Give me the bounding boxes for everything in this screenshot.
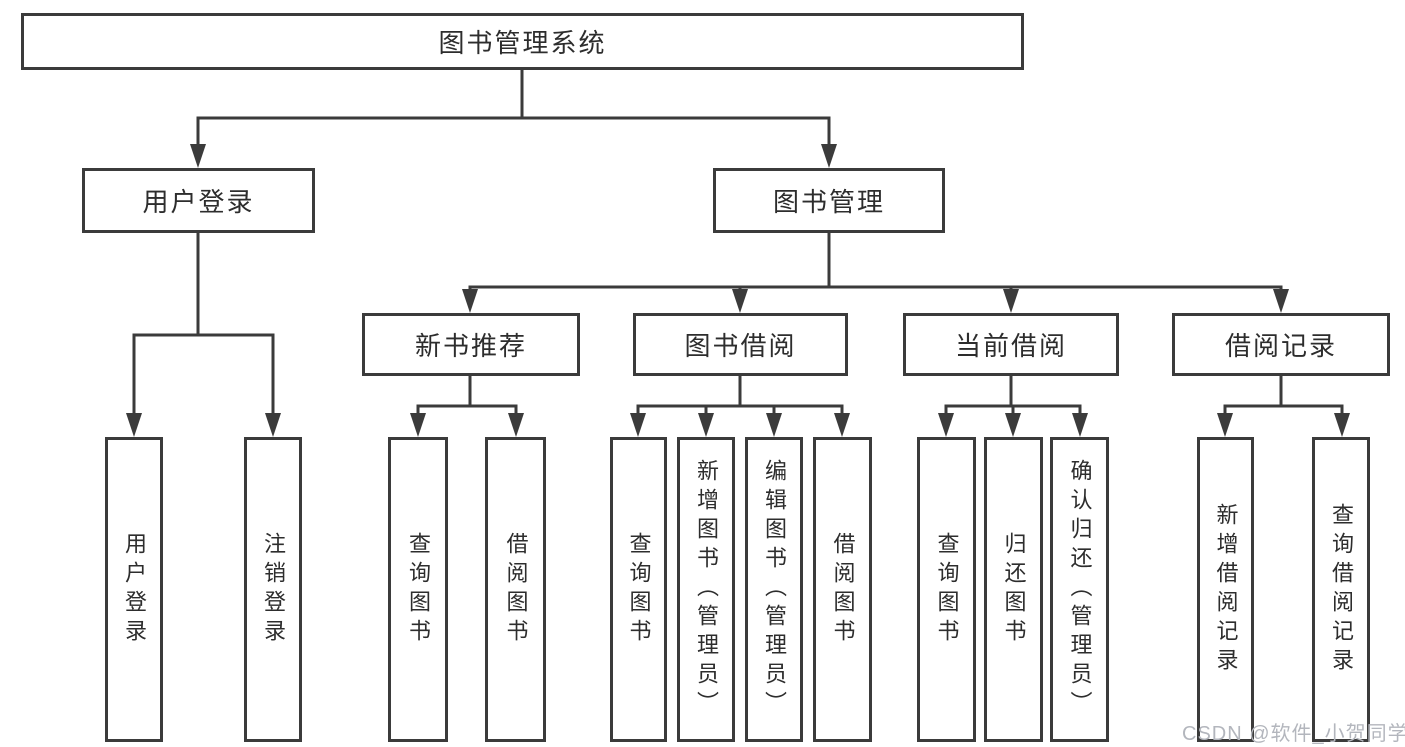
node-current-borrow: 当前借阅 (903, 313, 1119, 376)
leaf-add-borrow-record: 新增借阅记录 (1197, 437, 1254, 742)
leaf-edit-books-admin: 编辑图书（管理员） (745, 437, 803, 742)
node-borrow-records: 借阅记录 (1172, 313, 1390, 376)
arrowheads (126, 144, 1350, 437)
leaf-user-login-label: 用户登录 (122, 531, 147, 648)
leaf-logout: 注销登录 (244, 437, 302, 742)
node-book-management-label: 图书管理 (772, 187, 885, 217)
leaf-query-borrow-record-label: 查询借阅记录 (1329, 502, 1354, 677)
node-book-borrow-label: 图书借阅 (684, 331, 797, 361)
node-root-label: 图书管理系统 (438, 28, 607, 58)
leaf-confirm-return-admin: 确认归还（管理员） (1050, 437, 1109, 742)
leaf-borrow-books: 借阅图书 (813, 437, 872, 742)
leaf-add-borrow-record-label: 新增借阅记录 (1213, 502, 1239, 677)
leaf-query-books-borrow: 查询图书 (610, 437, 667, 742)
leaf-borrow-books-recommend: 借阅图书 (485, 437, 546, 742)
leaf-return-books: 归还图书 (984, 437, 1043, 742)
node-current-borrow-label: 当前借阅 (954, 331, 1067, 361)
leaf-query-books-borrow-label: 查询图书 (626, 531, 652, 648)
leaf-query-books-current-label: 查询图书 (934, 531, 960, 648)
leaf-query-books-recommend-label: 查询图书 (406, 531, 431, 648)
leaf-borrow-books-recommend-label: 借阅图书 (503, 531, 529, 648)
leaf-borrow-books-label: 借阅图书 (830, 531, 856, 648)
node-root: 图书管理系统 (21, 13, 1024, 70)
leaf-user-login: 用户登录 (105, 437, 163, 742)
leaf-return-books-label: 归还图书 (1001, 531, 1027, 648)
node-borrow-records-label: 借阅记录 (1224, 331, 1337, 361)
leaf-confirm-return-admin-label: 确认归还（管理员） (1067, 459, 1093, 720)
node-user-login: 用户登录 (82, 168, 315, 233)
node-book-management: 图书管理 (713, 168, 945, 233)
leaf-logout-label: 注销登录 (261, 531, 286, 648)
leaf-query-books-current: 查询图书 (917, 437, 976, 742)
leaf-edit-books-admin-label: 编辑图书（管理员） (762, 459, 787, 720)
csdn-watermark: CSDN @软件_小贺同学 (1182, 723, 1405, 745)
node-new-book-recommend: 新书推荐 (362, 313, 580, 376)
node-book-borrow: 图书借阅 (633, 313, 848, 376)
leaf-query-books-recommend: 查询图书 (388, 437, 448, 742)
leaf-add-books-admin-label: 新增图书（管理员） (694, 459, 719, 720)
leaf-add-books-admin: 新增图书（管理员） (677, 437, 735, 742)
node-user-login-label: 用户登录 (142, 187, 255, 217)
node-new-book-recommend-label: 新书推荐 (414, 331, 527, 361)
leaf-query-borrow-record: 查询借阅记录 (1312, 437, 1370, 742)
